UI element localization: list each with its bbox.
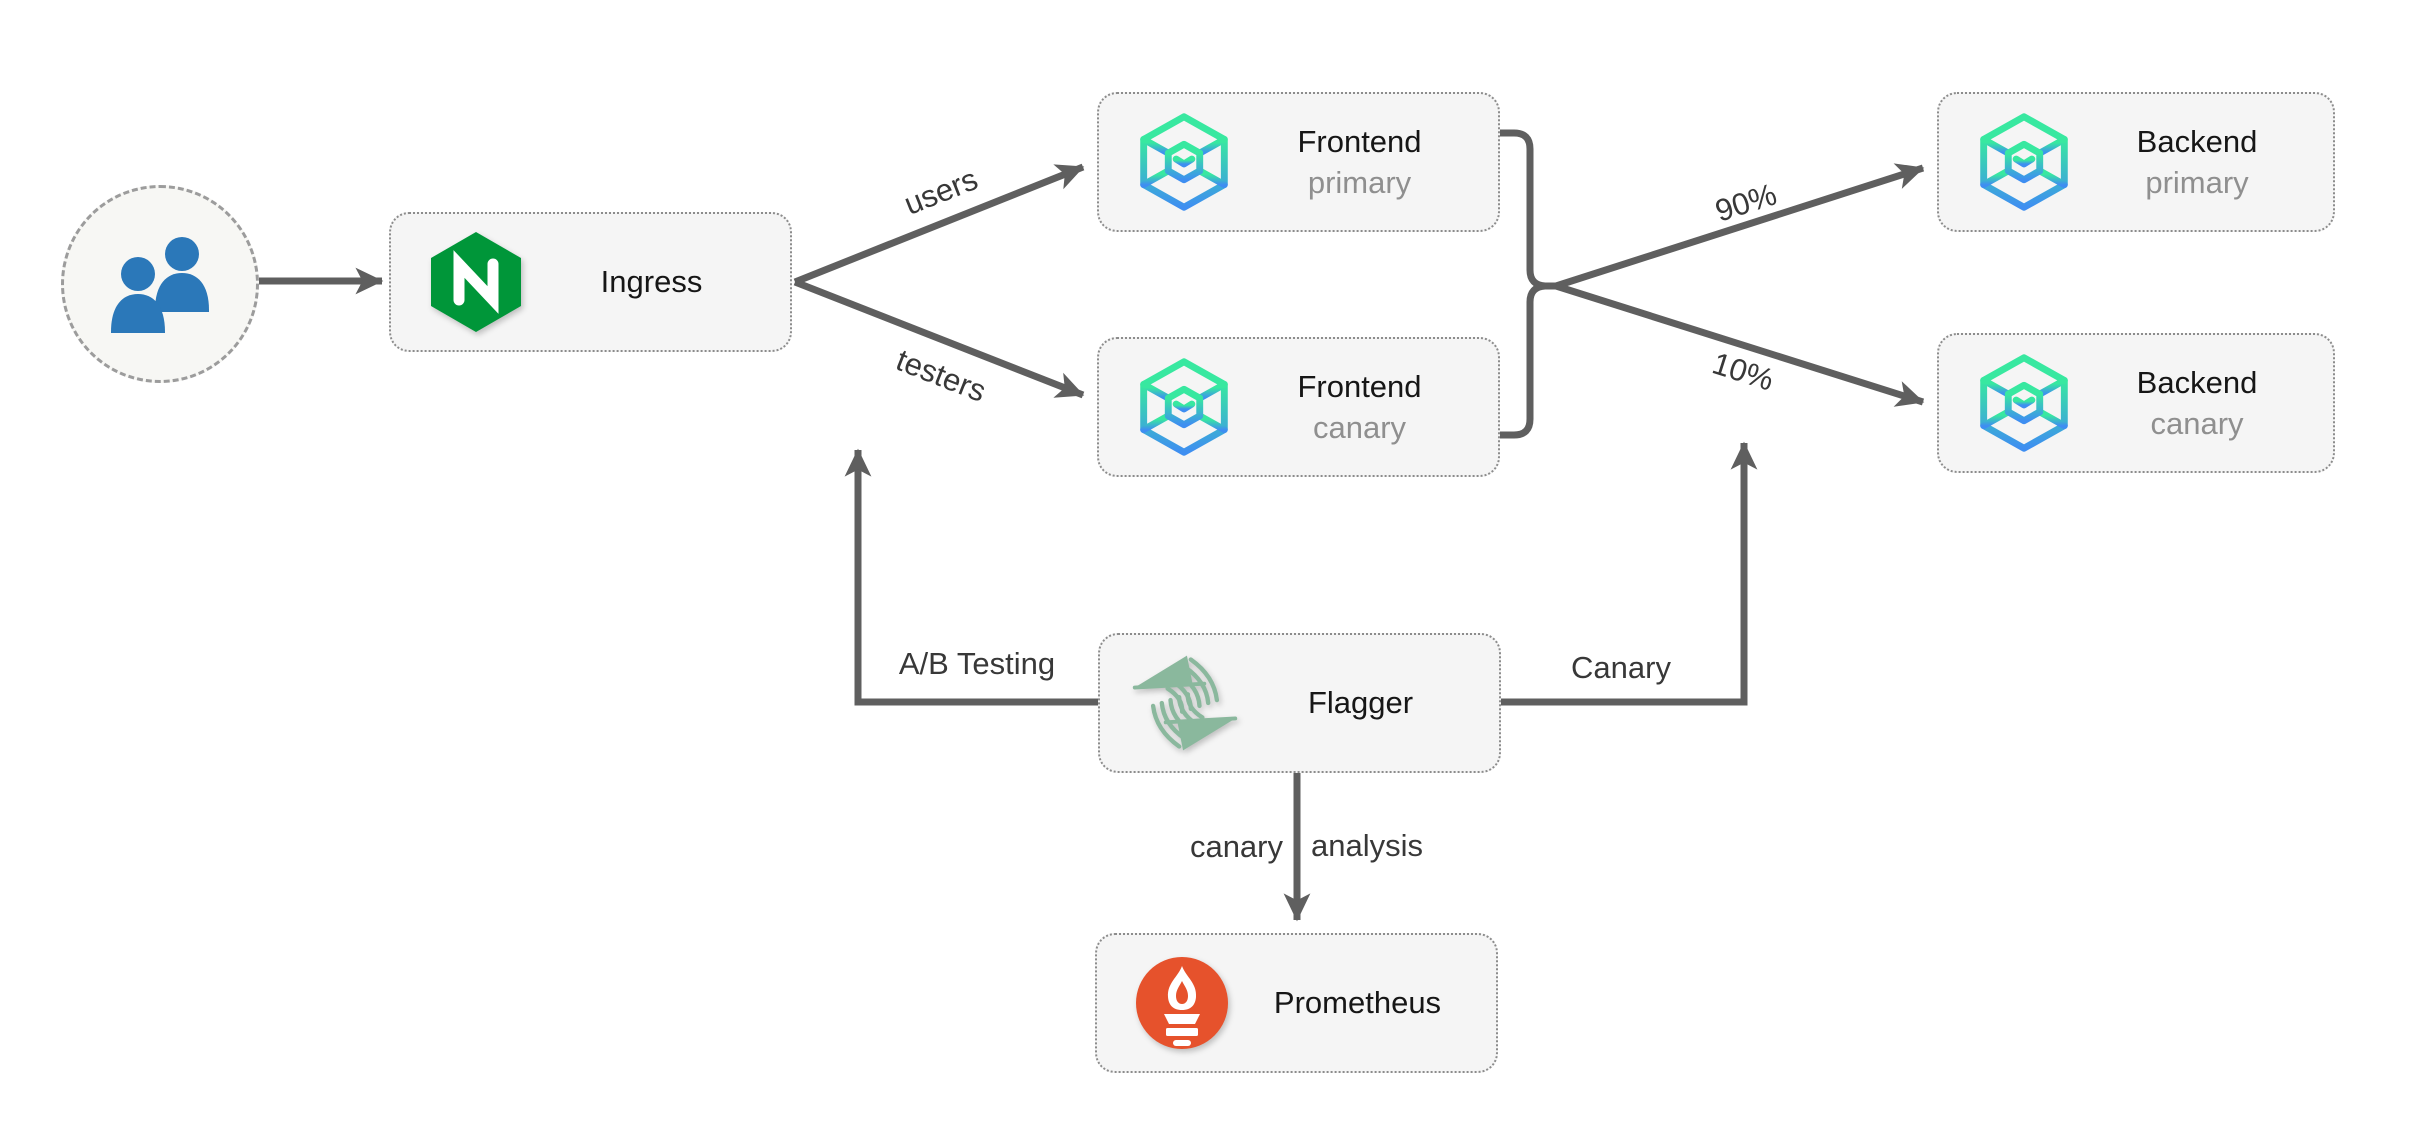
edge-label-ab-testing: A/B Testing: [898, 646, 1056, 681]
node-prometheus: Prometheus: [1095, 933, 1498, 1073]
node-label: Flagger: [1307, 685, 1414, 720]
node-backend-primary: Backend primary: [1937, 92, 2335, 232]
edge-label-testers: testers: [891, 342, 991, 409]
node-title: Backend: [2136, 364, 2258, 400]
edge-frontends-brace: [1495, 129, 1562, 439]
app-icon: [1123, 103, 1245, 221]
prometheus-icon: [1121, 955, 1243, 1051]
node-frontend-primary: Frontend primary: [1097, 92, 1500, 232]
node-flagger: Flagger: [1098, 633, 1501, 773]
node-subtitle: primary: [2145, 164, 2249, 200]
node-backend-canary: Backend canary: [1937, 333, 2335, 473]
node-label: Ingress: [600, 264, 703, 299]
node-ingress: Ingress: [389, 212, 792, 352]
node-title: Frontend: [1297, 123, 1422, 159]
edge-label-users: users: [899, 161, 983, 222]
node-subtitle: canary: [2150, 405, 2244, 441]
edge-label-canary: Canary: [1571, 650, 1671, 685]
edge-label-10-percent: 10%: [1708, 345, 1779, 398]
node-label: Prometheus: [1273, 985, 1442, 1020]
flagger-icon: [1124, 645, 1246, 761]
app-icon: [1123, 348, 1245, 466]
node-frontend-canary: Frontend canary: [1097, 337, 1500, 477]
node-users: [61, 185, 259, 383]
users-icon: [94, 230, 226, 338]
nginx-icon: [415, 230, 537, 334]
node-subtitle: canary: [1312, 409, 1407, 445]
node-title: Backend: [2136, 123, 2258, 159]
node-subtitle: primary: [1307, 164, 1412, 200]
edge-label-canary-analysis-left: canary: [1189, 829, 1283, 864]
edge-label-90-percent: 90%: [1710, 176, 1781, 229]
node-title: Frontend: [1297, 368, 1422, 404]
edge-label-canary-analysis-right: analysis: [1311, 828, 1423, 863]
app-icon: [1963, 103, 2085, 221]
app-icon: [1963, 344, 2085, 462]
